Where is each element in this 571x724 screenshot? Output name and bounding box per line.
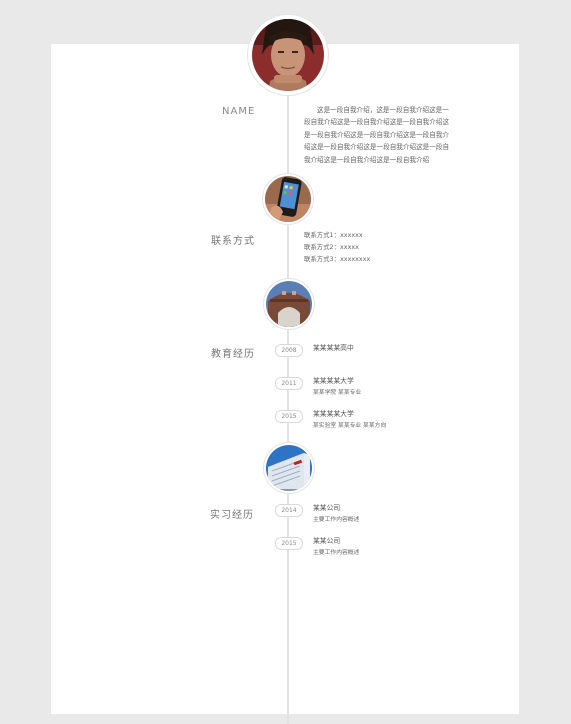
year-badge: 2014 [275, 504, 303, 517]
contact-section-label: 联系方式 [211, 236, 255, 247]
campus-building-photo-icon [266, 281, 312, 327]
self-introduction: 这是一段自我介绍，这是一段自我介绍这是一段自我介绍这是一段自我介绍这是一段自我介… [304, 106, 450, 164]
entry-title: 某某公司 [313, 537, 341, 545]
avatar [248, 15, 328, 95]
entry-detail: 某某学院 某某专业 [313, 390, 362, 396]
year-badge: 2015 [275, 537, 303, 550]
contact-item: 联系方式1：xxxxxx [304, 231, 363, 239]
entry-detail: 主要工作内容概述 [313, 517, 360, 523]
year-badge: 2008 [275, 344, 303, 357]
smartphone-photo-icon [265, 176, 311, 222]
timeline-line [287, 60, 289, 724]
year-badge: 2011 [275, 377, 303, 390]
entry-title: 某某某某高中 [313, 344, 354, 352]
contact-icon [263, 174, 313, 224]
entry-detail: 某实验室 某某专业 某某方向 [313, 423, 387, 429]
entry-title: 某某某某大学 [313, 410, 354, 418]
year-badge: 2015 [275, 410, 303, 423]
education-icon [264, 279, 314, 329]
entry-detail: 主要工作内容概述 [313, 550, 360, 556]
entry-title: 某某某某大学 [313, 377, 354, 385]
internship-section-label: 实习经历 [210, 510, 254, 521]
office-building-photo-icon [266, 445, 312, 491]
portrait-photo-icon [248, 15, 328, 95]
entry-title: 某某公司 [313, 504, 341, 512]
contact-item: 联系方式2：xxxxx [304, 243, 359, 251]
internship-icon [264, 443, 314, 493]
name-label: NAME [222, 106, 256, 117]
contact-item: 联系方式3：xxxxxxxx [304, 255, 371, 263]
education-section-label: 教育经历 [211, 349, 255, 360]
